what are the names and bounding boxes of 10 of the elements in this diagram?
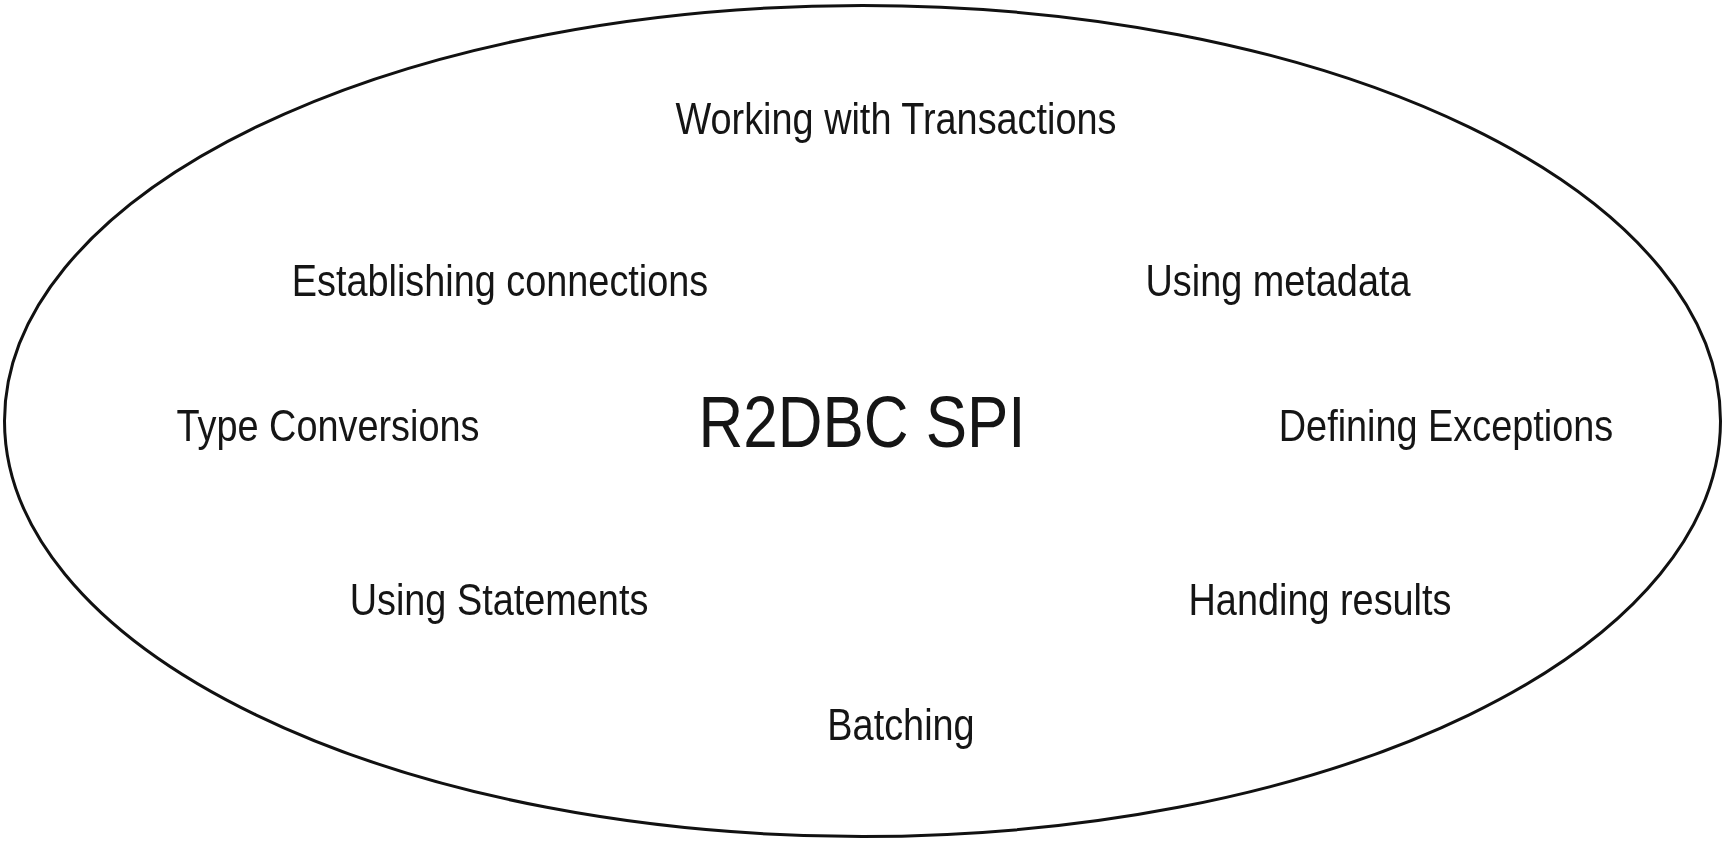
topic-label: Using metadata: [1145, 259, 1411, 303]
topic-label: Using Statements: [349, 578, 649, 622]
topic-label: Batching: [827, 703, 975, 747]
center-title: R2DBC SPI: [698, 386, 1026, 458]
topic-label: Handing results: [1188, 578, 1452, 622]
topic-label: Establishing connections: [291, 259, 709, 303]
ellipse-outline: [3, 4, 1722, 838]
topic-label: Defining Exceptions: [1278, 404, 1614, 448]
topic-label: Type Conversions: [176, 404, 480, 448]
topic-label: Working with Transactions: [675, 97, 1117, 141]
